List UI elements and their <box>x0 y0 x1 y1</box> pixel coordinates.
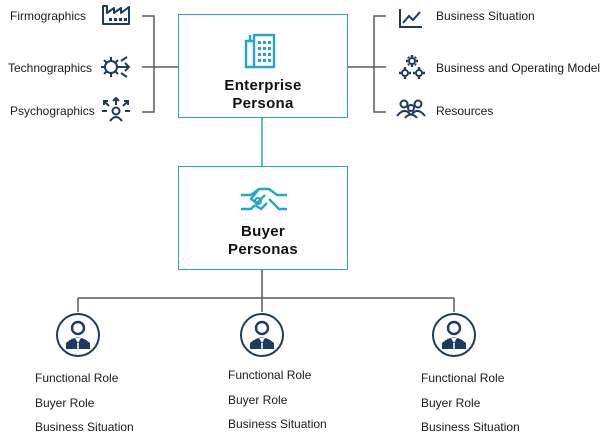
business-situation-label: Business Situation <box>436 9 535 23</box>
persona2-business-situation: Business Situation <box>228 417 327 431</box>
buyer-title-line1: Buyer <box>240 223 286 240</box>
persona1-business-situation: Business Situation <box>35 420 134 434</box>
firmographics-label: Firmographics <box>10 9 87 23</box>
buyer-personas-box: Buyer Personas <box>178 166 348 270</box>
gear-network-icon <box>101 56 131 78</box>
building-icon <box>244 33 276 69</box>
gears-icon <box>399 55 425 79</box>
person-icon <box>56 313 100 357</box>
psychographics-label: Psychographics <box>10 104 95 118</box>
handshake-icon <box>241 187 287 211</box>
enterprise-title-line2: Persona <box>232 95 294 112</box>
right-bracket-line <box>373 15 386 113</box>
persona3-functional-role: Functional Role <box>421 371 505 385</box>
persona2-functional-role: Functional Role <box>228 368 312 382</box>
left-bracket-line <box>142 15 155 113</box>
person-icon <box>432 313 476 357</box>
technographics-label: Technographics <box>8 61 93 75</box>
person-icon <box>240 313 284 357</box>
persona1-functional-role: Functional Role <box>35 371 119 385</box>
persona2-buyer-role: Buyer Role <box>228 393 288 407</box>
persona1-buyer-role: Buyer Role <box>35 396 95 410</box>
team-icon <box>396 99 426 119</box>
resources-label: Resources <box>436 104 494 118</box>
business-operating-model-label: Business and Operating Model <box>436 61 600 75</box>
people-network-icon <box>102 97 130 122</box>
enterprise-title-line1: Enterprise <box>224 77 302 94</box>
factory-icon <box>102 5 130 25</box>
line-chart-icon <box>399 9 422 28</box>
persona3-business-situation: Business Situation <box>421 420 520 434</box>
persona3-buyer-role: Buyer Role <box>421 396 481 410</box>
enterprise-persona-box: Enterprise Persona <box>178 14 348 118</box>
buyer-title-line2: Personas <box>228 241 298 258</box>
